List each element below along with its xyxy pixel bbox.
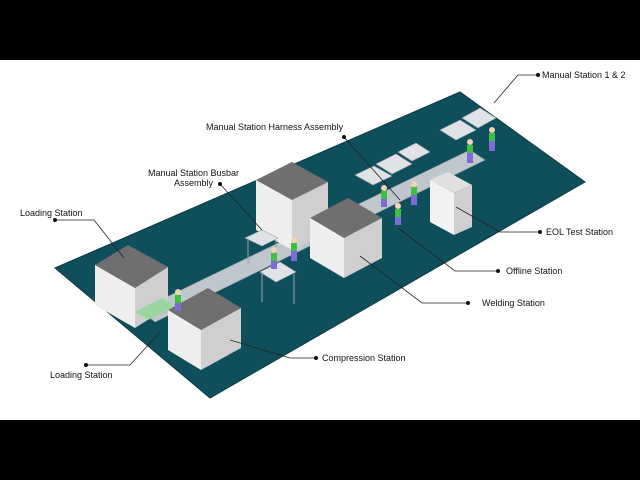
label-compression-station: Compression Station [322, 353, 406, 363]
label-eol-test-station: EOL Test Station [546, 227, 613, 237]
eol-test-cabinet [430, 172, 472, 235]
label-loading-station-top: Loading Station [20, 208, 83, 218]
dot-welding-station [466, 301, 470, 305]
label-manual-station-harness: Manual Station Harness Assembly [206, 122, 344, 132]
dot-harness-assembly [342, 135, 346, 139]
top-letterbox [0, 0, 640, 60]
label-welding-station: Welding Station [482, 298, 545, 308]
compression-station-machine [168, 288, 241, 370]
diagram-svg: Manual Station 1 & 2 Manual Station Harn… [20, 70, 626, 399]
label-manual-station-busbar-line1: Manual Station Busbar [148, 168, 239, 178]
leader-loading-station-bottom [86, 331, 161, 366]
dot-manual-station-1-2 [536, 73, 540, 77]
loading-station-machine [95, 245, 175, 328]
dot-eol-test-station [538, 230, 542, 234]
assembly-line-diagram: Manual Station 1 & 2 Manual Station Harn… [0, 60, 640, 420]
leader-eol-test-station [455, 206, 540, 233]
leader-welding-station [359, 255, 468, 304]
leader-offline-station [397, 227, 498, 272]
dot-offline-station [496, 269, 500, 273]
dot-busbar-assembly [218, 182, 222, 186]
leader-manual-station-1-2 [493, 74, 538, 104]
bottom-letterbox [0, 420, 640, 480]
workbench-manual-1-2 [439, 107, 497, 141]
label-loading-station-bottom: Loading Station [50, 370, 113, 380]
dot-loading-station-top [53, 218, 57, 222]
workers [175, 127, 495, 311]
leader-busbar-assembly [219, 183, 263, 231]
dot-loading-station-bottom [84, 363, 88, 367]
label-manual-station-busbar-line2: Assembly [174, 178, 214, 188]
welding-station-machine [310, 198, 382, 278]
leader-loading-station-top [55, 219, 125, 259]
leader-harness-assembly [343, 136, 401, 201]
label-manual-station-1-2: Manual Station 1 & 2 [542, 70, 626, 80]
workbench-offline [259, 261, 297, 304]
dot-compression-station [314, 356, 318, 360]
label-offline-station: Offline Station [506, 266, 562, 276]
leader-compression-station [229, 339, 316, 359]
